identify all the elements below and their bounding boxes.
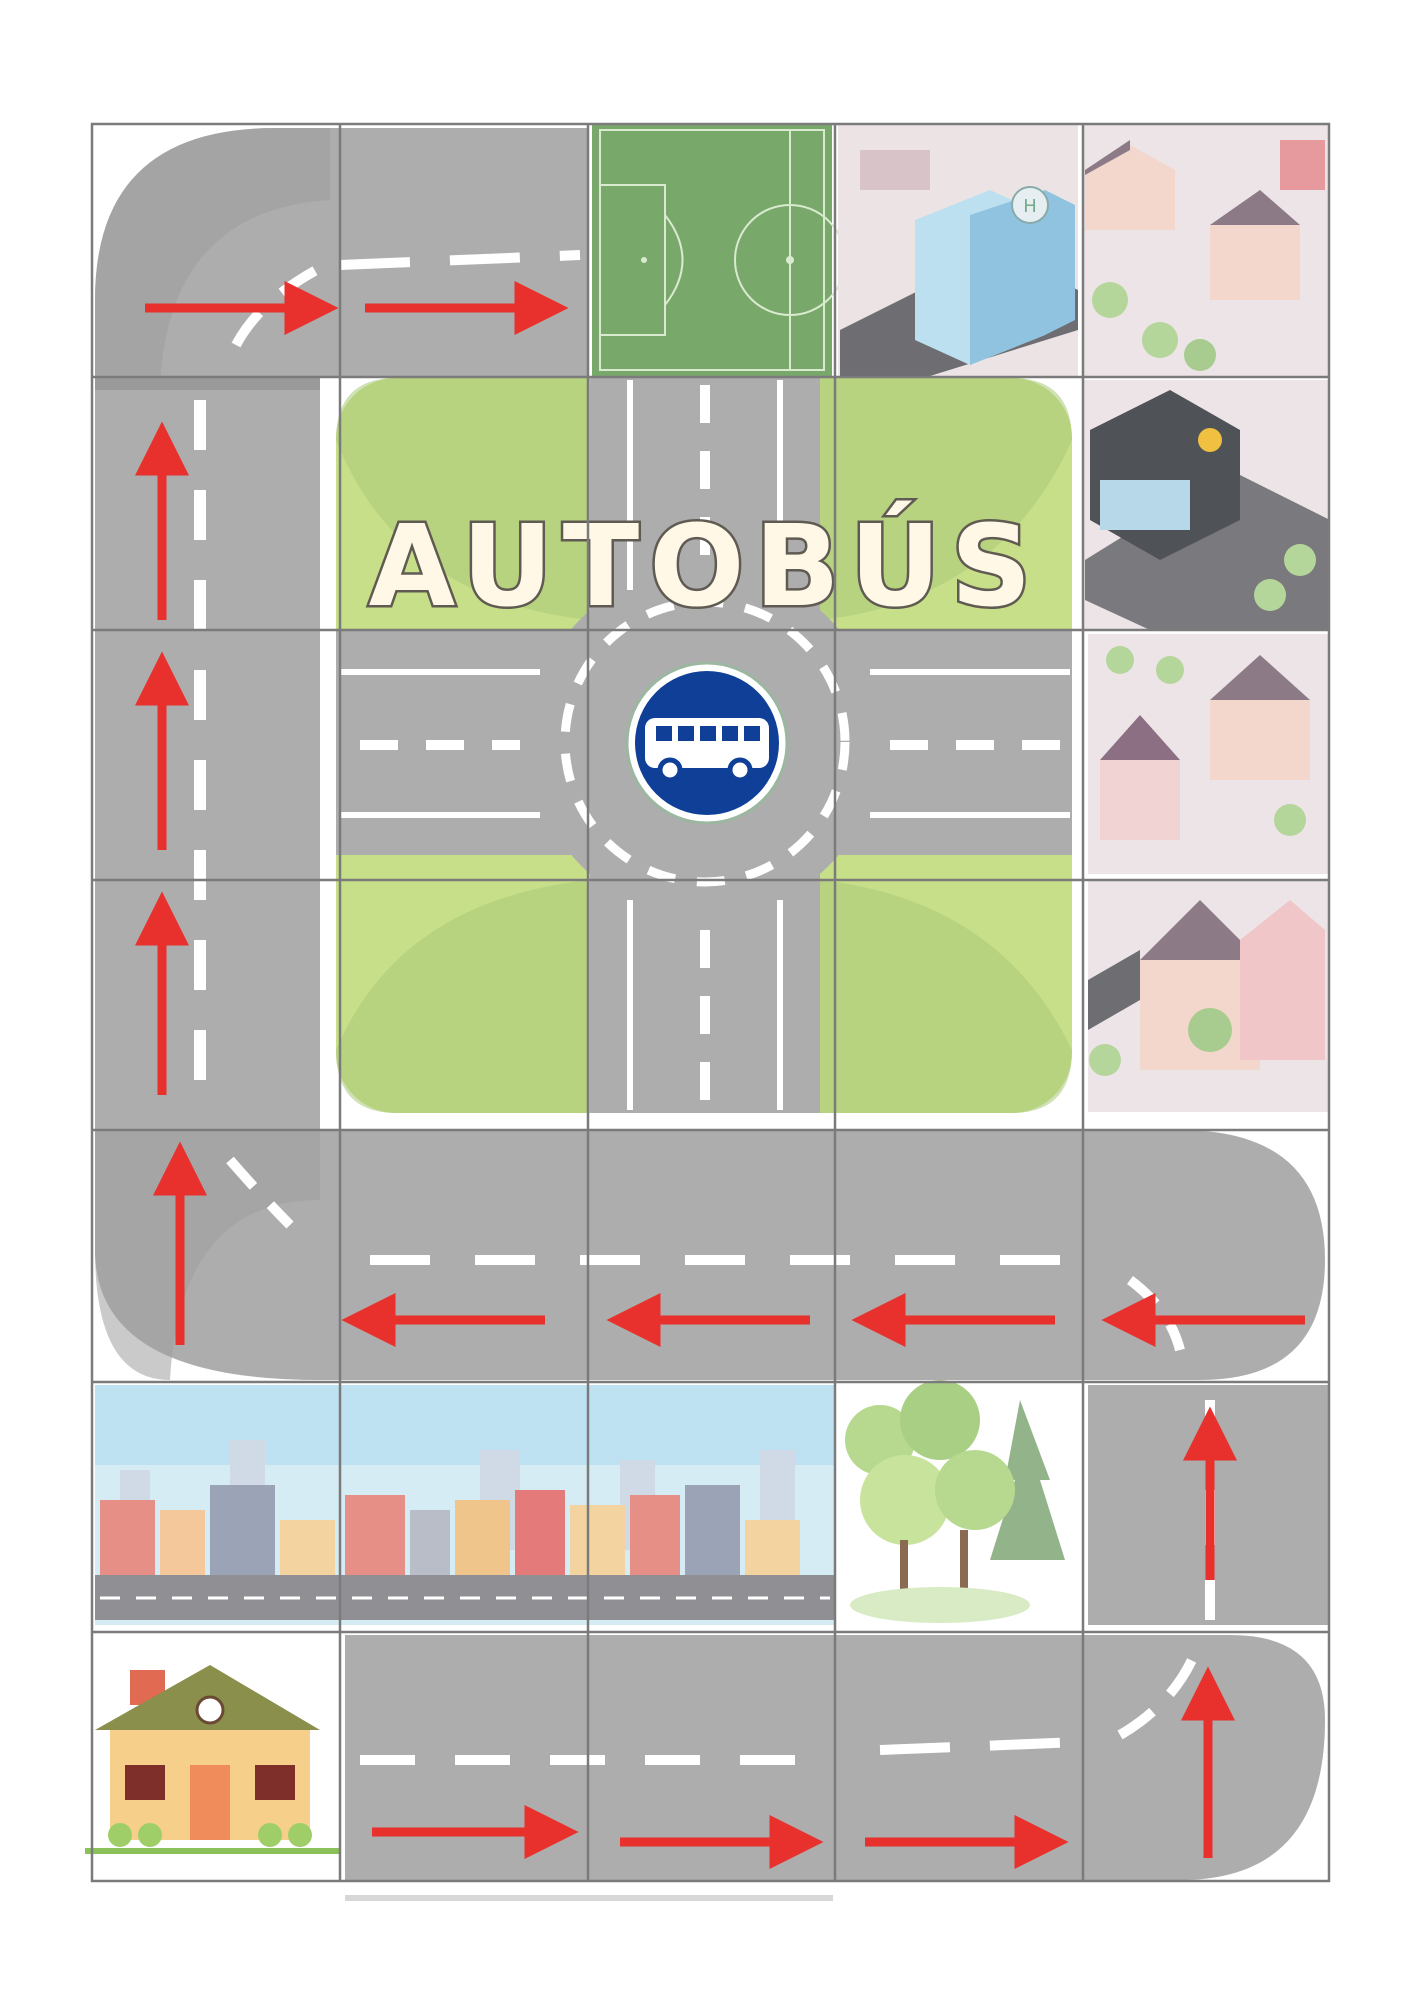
shop-building-tile — [1082, 380, 1330, 630]
home-house-tile — [85, 1635, 340, 1880]
svg-text:H: H — [1023, 196, 1037, 217]
football-pitch-tile — [592, 124, 846, 376]
roundabout-area — [336, 378, 1072, 1113]
houses-tile-2 — [1088, 634, 1328, 874]
road-tile-top-straight — [339, 250, 581, 270]
tile-grid — [90, 122, 1331, 1883]
road-tile-left-vertical — [95, 378, 334, 1138]
bus-stop-sign-icon — [625, 661, 789, 825]
page-title: AUTOBÚS — [369, 501, 1042, 632]
forest-tile — [838, 1380, 1083, 1625]
houses-tile-3 — [1088, 880, 1328, 1112]
direction-arrows — [135, 281, 1305, 1869]
hospital-building-tile: H — [838, 124, 1078, 376]
houses-tile-1 — [1082, 124, 1328, 376]
road-tile-row-lower — [95, 1130, 1325, 1380]
city-street-tile — [95, 1385, 835, 1625]
road-tile-curve-top-left — [95, 128, 588, 383]
